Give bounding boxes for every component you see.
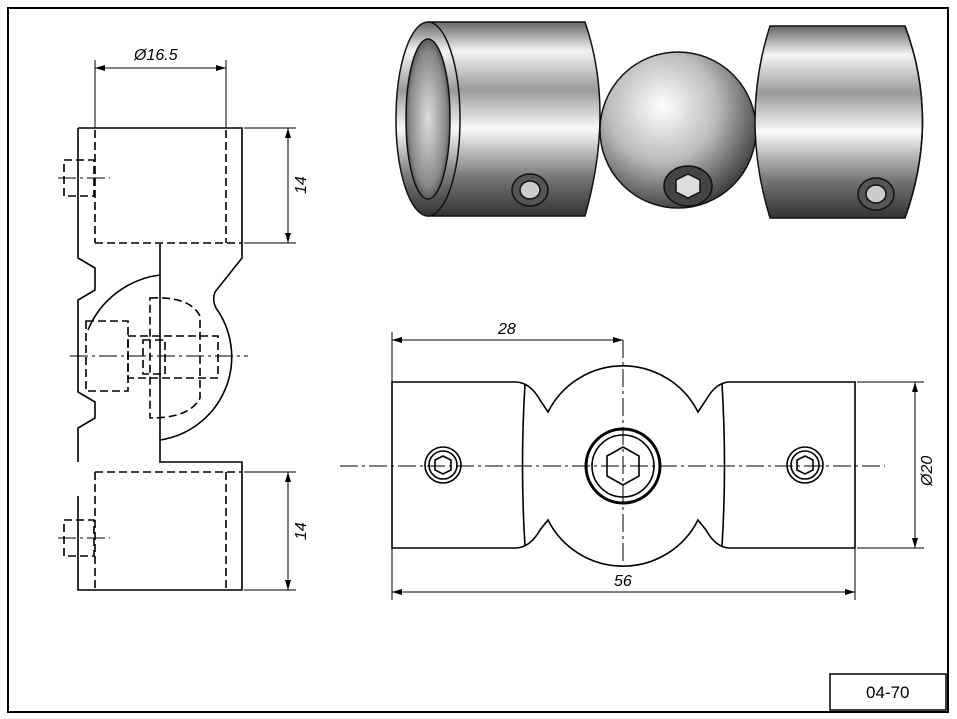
front-total-length-label: 56 bbox=[614, 573, 632, 590]
front-half-length-label: 28 bbox=[497, 321, 516, 338]
side-diameter-label: Ø16.5 bbox=[133, 47, 178, 64]
product-render bbox=[395, 21, 924, 219]
side-bottom-height-label: 14 bbox=[293, 522, 310, 540]
title-block bbox=[829, 673, 947, 711]
front-view bbox=[340, 332, 924, 600]
drawing-border bbox=[7, 7, 949, 713]
side-view bbox=[58, 60, 296, 591]
side-top-height-label: 14 bbox=[293, 176, 310, 194]
front-diameter-label: Ø20 bbox=[919, 456, 936, 487]
part-number: 04-70 bbox=[866, 683, 909, 702]
